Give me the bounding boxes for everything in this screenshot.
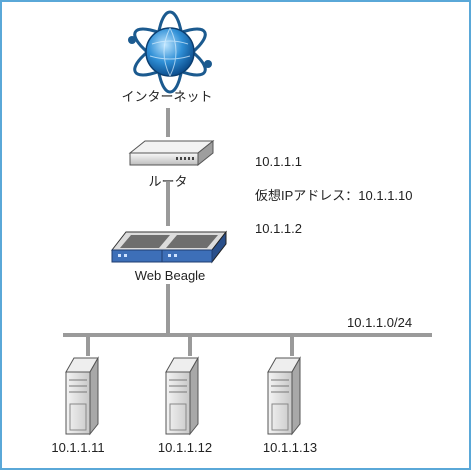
server-tower-icon [165,356,199,436]
router-icon [128,139,215,167]
web-beagle-ip: 10.1.1.2 [255,221,302,236]
router-ip: 10.1.1.1 [255,154,302,169]
router-label: ルータ [148,174,187,189]
globe-icon [128,10,212,94]
server-1-label: 10.1.1.11 [51,440,104,455]
web-beagle-label: Web Beagle [135,268,206,283]
virtual-ip-label: 仮想IPアドレス：10.1.1.10 [255,188,413,203]
connection-lines [63,108,432,356]
server-2-label: 10.1.1.12 [158,440,212,455]
server-tower-icon [267,356,301,436]
appliance-icon [110,230,228,264]
server-tower-icon [65,356,99,436]
server-3-label: 10.1.1.13 [263,440,317,455]
internet-label: インターネット [121,89,212,104]
network-label: 10.1.1.0/24 [347,315,412,330]
